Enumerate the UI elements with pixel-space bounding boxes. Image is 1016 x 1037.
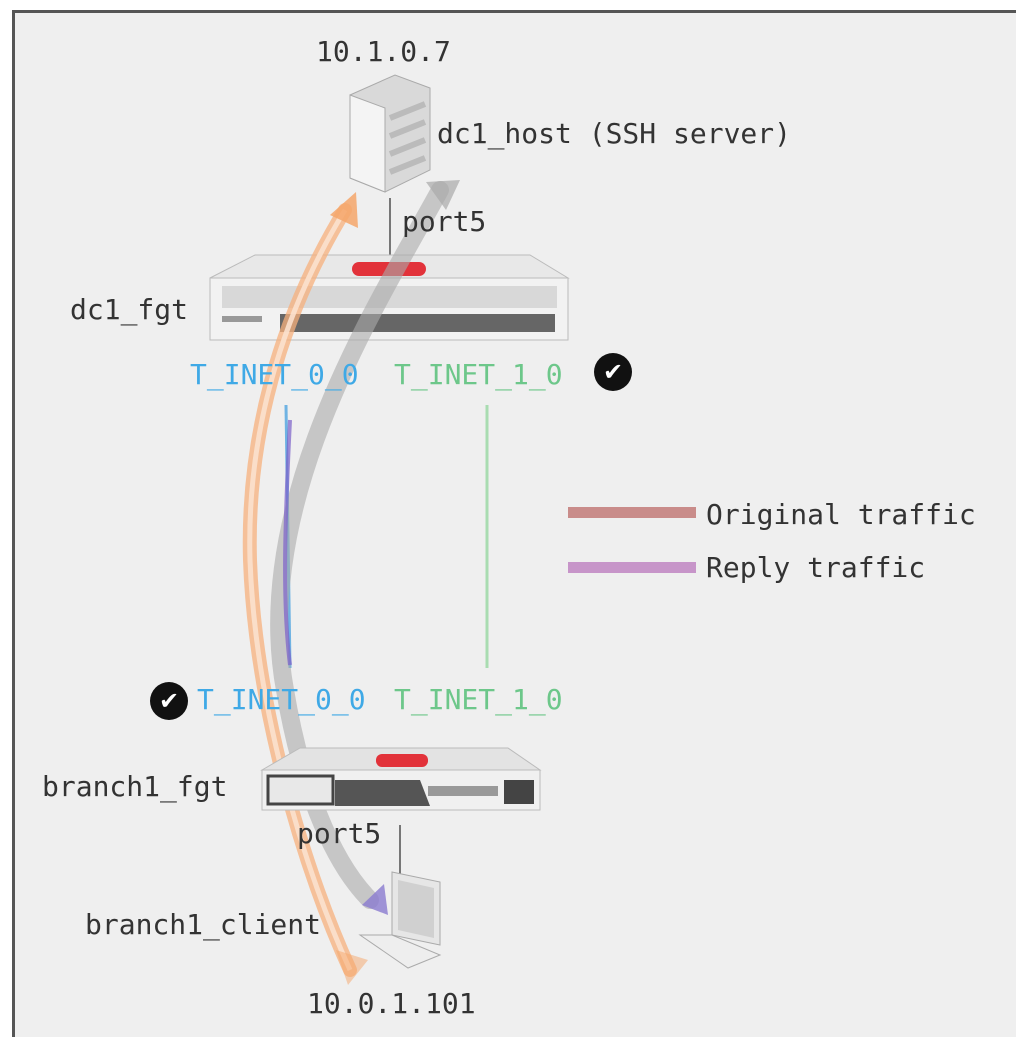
client-name-label: branch1_client [85, 908, 322, 941]
diagram-frame [12, 10, 1016, 1037]
legend-original-label: Original traffic [706, 498, 976, 531]
reply-traffic-arrow [270, 180, 460, 915]
dc-tunnel-1-label: T_INET_1_0 [394, 358, 563, 391]
branch-selected-check-icon: ✔ [150, 682, 188, 720]
dc-tunnel-0-label: T_INET_0_0 [190, 358, 359, 391]
branch-tunnel-0-label: T_INET_0_0 [197, 683, 366, 716]
branch-tunnel-1-label: T_INET_1_0 [394, 683, 563, 716]
dc-fgt-label: dc1_fgt [70, 293, 189, 326]
legend-reply-swatch [568, 562, 696, 573]
client-ip-label: 10.0.1.101 [307, 987, 476, 1020]
server-port-label: port5 [402, 205, 487, 238]
laptop-icon [358, 871, 442, 969]
branch-firewall-device [260, 747, 542, 811]
dc-selected-check-icon: ✔ [594, 353, 632, 391]
server-icon [349, 74, 431, 193]
original-traffic-arrow [242, 192, 368, 985]
branch-port-label: port5 [297, 817, 382, 850]
server-ip-label: 10.1.0.7 [316, 35, 451, 68]
server-name-label: dc1_host (SSH server) [437, 117, 792, 150]
legend-original-swatch [568, 507, 696, 518]
branch-fgt-label: branch1_fgt [42, 770, 228, 803]
legend-reply-label: Reply traffic [706, 551, 926, 584]
